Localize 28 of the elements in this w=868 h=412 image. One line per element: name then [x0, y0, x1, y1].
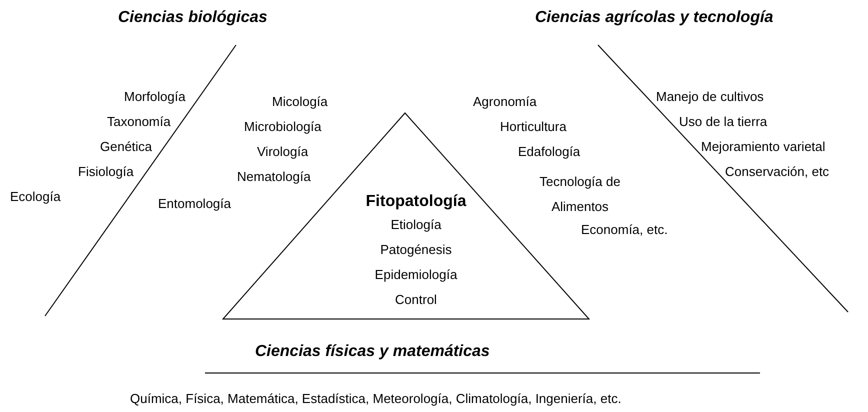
discipline-label: Micología [272, 94, 328, 110]
discipline-label: Horticultura [500, 119, 566, 135]
discipline-label: Taxonomía [107, 114, 171, 130]
node-text: Control [395, 292, 437, 308]
section-heading: Ciencias biológicas [118, 8, 268, 28]
discipline-label: Entomología [158, 196, 231, 212]
discipline-label: Conservación, etc [725, 164, 830, 180]
section-heading: Ciencias físicas y matemáticas [255, 342, 490, 362]
section-heading: Ciencias agrícolas y tecnología [535, 8, 774, 28]
discipline-label: Edafología [518, 144, 580, 160]
node-text: Etiología [390, 217, 442, 233]
discipline-label: Manejo de cultivos [656, 89, 764, 105]
discipline-label: Uso de la tierra [679, 114, 768, 130]
node-heading: Fitopatología [366, 192, 466, 212]
discipline-label: Microbiología [244, 119, 322, 135]
discipline-label: Nematología [237, 169, 311, 185]
discipline-label: Virología [257, 144, 308, 160]
node-text: Patogénesis [380, 242, 452, 258]
discipline-label: Economía, etc. [581, 222, 668, 238]
discipline-label: Morfología [124, 89, 186, 105]
discipline-label: Ecología [10, 189, 61, 205]
discipline-label: Mejoramiento varietal [701, 139, 826, 155]
discipline-label: Química, Física, Matemática, Estadística, Meteorología, Climatología, Ingeniería, etc. [130, 391, 622, 407]
discipline-label: Agronomía [473, 94, 537, 110]
discipline-label: Genética [100, 139, 152, 155]
discipline-label: Tecnología de Alimentos [538, 173, 622, 216]
node-text: Epidemiología [374, 267, 458, 283]
discipline-label: Fisiología [78, 164, 134, 180]
